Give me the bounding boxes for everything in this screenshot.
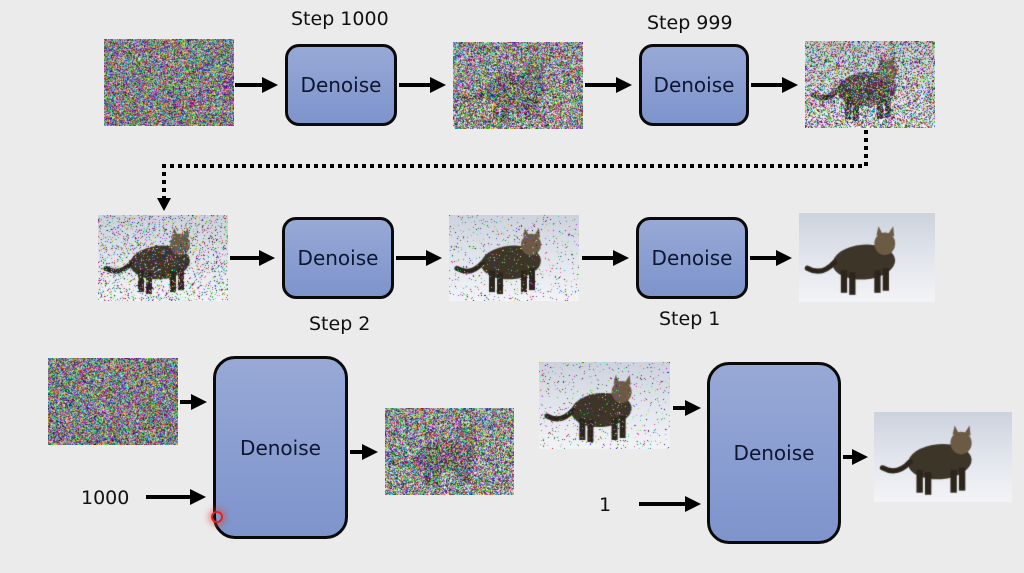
denoise-label: Denoise (300, 73, 382, 97)
denoise-label: Denoise (733, 441, 815, 465)
image-noisy-cat-heavy (453, 42, 583, 129)
denoise-box-step-1: Denoise (636, 217, 748, 299)
dotted-connector (162, 130, 868, 200)
step-label-999: Step 999 (647, 12, 733, 34)
denoise-label: Denoise (651, 246, 733, 270)
image-pure-noise (104, 39, 234, 126)
dotted-connector-arrowhead (157, 198, 171, 211)
cat-canvas (799, 213, 935, 302)
image-noisy-cat-medium (805, 41, 935, 128)
bottom-right-input-cat (539, 362, 670, 449)
image-cat-slight-noise (98, 215, 228, 301)
step-label-2: Step 2 (309, 313, 371, 335)
step-label-1000: Step 1000 (291, 8, 389, 30)
cat-canvas (539, 362, 670, 449)
noise-canvas (104, 39, 234, 126)
bottom-right-output-cat (874, 412, 1012, 502)
step-input-1: 1 (599, 494, 612, 516)
step-input-1000: 1000 (81, 487, 130, 509)
denoise-box-bottom-right: Denoise (707, 362, 841, 544)
denoise-box-step-999: Denoise (639, 44, 749, 126)
image-cat-clean (799, 213, 935, 302)
noise-canvas (385, 408, 514, 495)
step-label-1: Step 1 (659, 308, 721, 330)
image-cat-nearly-clean (449, 215, 579, 301)
noise-canvas (805, 41, 935, 128)
denoise-box-step-1000: Denoise (285, 44, 397, 126)
mouse-cursor-indicator (211, 511, 223, 523)
cat-canvas (874, 412, 1012, 502)
denoise-label: Denoise (240, 435, 321, 460)
noise-canvas (48, 358, 178, 445)
cat-canvas (98, 215, 228, 301)
denoise-label: Denoise (297, 246, 379, 270)
noise-canvas (453, 42, 583, 129)
denoise-box-step-2: Denoise (282, 217, 394, 299)
denoise-label: Denoise (653, 73, 735, 97)
bottom-left-input-noise (48, 358, 178, 445)
bottom-left-output-noisy-cat (385, 408, 514, 495)
denoise-box-bottom-left: Denoise (213, 356, 348, 539)
cat-canvas (449, 215, 579, 301)
